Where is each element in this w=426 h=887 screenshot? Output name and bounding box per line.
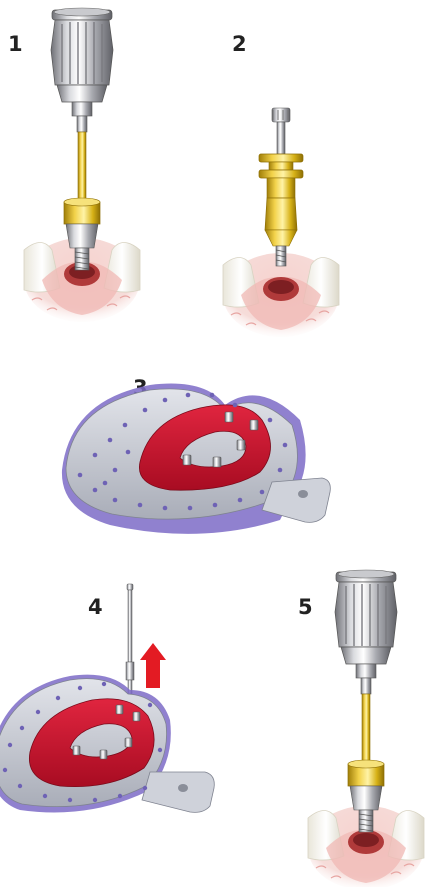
driver-handle-icon: [335, 570, 397, 832]
gold-coping-icon: [259, 154, 303, 246]
step-2-illustration: [223, 108, 339, 337]
up-arrow-icon: [140, 643, 166, 688]
step-5-illustration: [308, 570, 424, 887]
guide-pin-icon: [126, 584, 134, 694]
tray-handle-icon: [142, 772, 214, 812]
driver-handle-icon: [51, 8, 113, 270]
step-3-illustration: [62, 384, 330, 534]
impression-post-icon: [272, 108, 290, 154]
step-4-illustration: [0, 584, 214, 813]
step-1-illustration: [24, 8, 140, 322]
